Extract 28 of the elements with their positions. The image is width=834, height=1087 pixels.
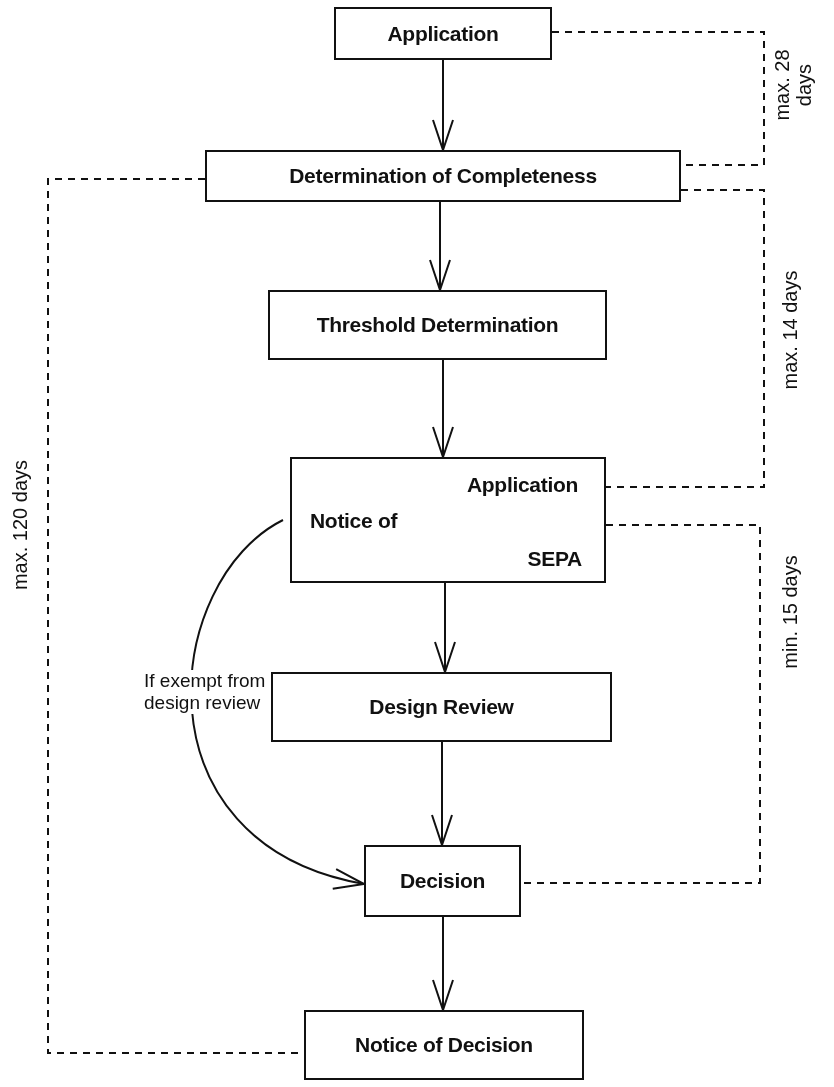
box-text: Decision	[399, 869, 486, 893]
arrow	[432, 359, 454, 458]
box-text: Notice of Decision	[355, 1033, 533, 1057]
duration-label: max. 14 days	[779, 269, 801, 392]
process-box	[205, 150, 681, 202]
arrow	[434, 582, 456, 673]
arrow	[429, 201, 451, 291]
box-text: Design Review	[369, 695, 514, 719]
arrow	[432, 916, 454, 1011]
box-text: Determination of Completeness	[289, 164, 597, 188]
arrow	[432, 59, 454, 151]
process-box	[268, 290, 607, 360]
edge-label: If exempt from design review	[144, 670, 266, 714]
duration-label: max. 28 days	[771, 48, 815, 123]
box-text: Threshold Determination	[316, 313, 559, 337]
duration-label: min. 15 days	[779, 554, 801, 671]
process-box	[364, 845, 521, 917]
box-text: Application	[387, 21, 499, 46]
box-text: SEPA	[527, 547, 582, 571]
arrow	[190, 519, 365, 887]
process-box	[304, 1010, 584, 1080]
box-text: Notice of	[310, 509, 398, 533]
process-box	[290, 457, 606, 583]
process-box	[334, 7, 552, 60]
process-box	[271, 672, 612, 742]
duration-label: max. 120 days	[9, 458, 31, 593]
arrow	[431, 741, 453, 846]
box-text: Application	[466, 473, 578, 497]
